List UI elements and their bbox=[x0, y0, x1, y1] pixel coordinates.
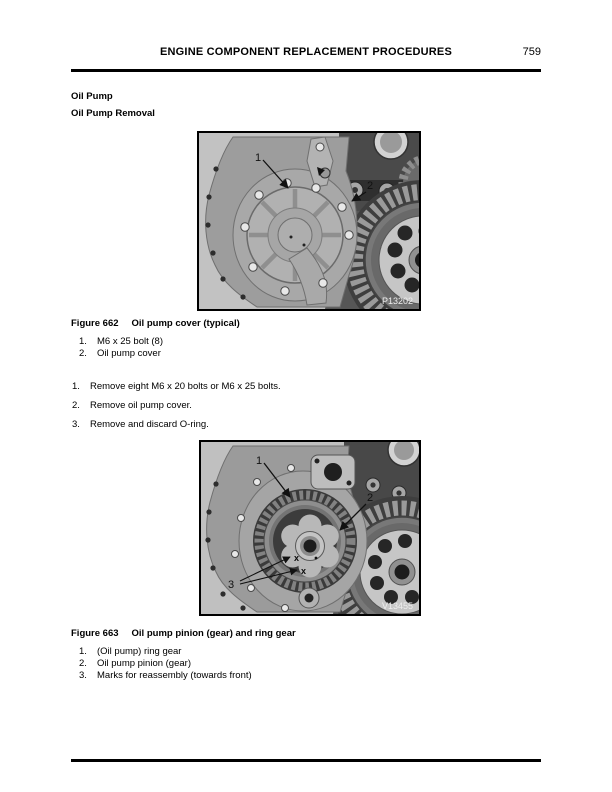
legend-item: 3. Marks for reassembly (towards front) bbox=[79, 670, 252, 682]
figure-663-caption: Figure 663 Oil pump pinion (gear) and rin… bbox=[71, 628, 296, 639]
oil-pump-cover bbox=[232, 168, 358, 306]
reassembly-mark: x bbox=[301, 566, 306, 576]
page-number: 759 bbox=[522, 46, 541, 58]
legend-item-text: Oil pump cover bbox=[97, 347, 161, 359]
figure-662-image: 1 2 P13202 bbox=[197, 131, 421, 311]
legend-item-number: 3. bbox=[79, 670, 87, 682]
legend-item-text: M6 x 25 bolt (8) bbox=[97, 335, 163, 347]
figure-title: Oil pump pinion (gear) and ring gear bbox=[131, 628, 296, 639]
legend-item-number: 1. bbox=[79, 335, 87, 347]
legend-item-text: Oil pump pinion (gear) bbox=[97, 657, 191, 669]
step-number: 2. bbox=[72, 400, 80, 411]
callout-1-leader bbox=[262, 159, 289, 189]
step-number: 1. bbox=[72, 381, 80, 392]
legend-item-text: (Oil pump) ring gear bbox=[97, 645, 182, 657]
step-text: Remove eight M6 x 20 bolts or M6 x 25 bo… bbox=[90, 381, 281, 392]
section-heading: Oil Pump bbox=[71, 91, 113, 102]
header-rule bbox=[71, 69, 541, 72]
legend-item-text: Marks for reassembly (towards front) bbox=[97, 670, 252, 682]
legend-item-number: 2. bbox=[79, 657, 87, 669]
callout-2-label: 2 bbox=[367, 180, 373, 192]
photo-id-watermark: P13202 bbox=[382, 296, 413, 306]
procedure-step: 1. Remove eight M6 x 20 bolts or M6 x 25… bbox=[72, 381, 542, 392]
legend-item-number: 1. bbox=[79, 645, 87, 657]
crankshaft-gear bbox=[343, 180, 419, 309]
stamp-arrow bbox=[317, 167, 325, 176]
figure-663-image: x x 1 2 3 V13455 bbox=[199, 440, 421, 616]
figure-663-legend: 1. (Oil pump) ring gear 2. Oil pump pini… bbox=[79, 646, 252, 683]
step-text: Remove oil pump cover. bbox=[90, 400, 192, 411]
legend-item: 1. (Oil pump) ring gear bbox=[79, 646, 252, 658]
reassembly-mark: x bbox=[294, 553, 299, 563]
legend-item-number: 2. bbox=[79, 347, 87, 359]
callout-3-leader bbox=[239, 567, 298, 585]
step-text: Remove and discard O-ring. bbox=[90, 419, 209, 430]
housing-bolts bbox=[231, 464, 295, 612]
figure-662-caption: Figure 662 Oil pump cover (typical) bbox=[71, 318, 240, 329]
page-header: ENGINE COMPONENT REPLACEMENT PROCEDURES … bbox=[71, 46, 541, 60]
figure-title: Oil pump cover (typical) bbox=[131, 317, 240, 329]
callout-3-leader bbox=[239, 556, 291, 582]
figure-label: Figure 662 bbox=[71, 317, 119, 329]
callout-2-leader bbox=[351, 191, 367, 202]
step-number: 3. bbox=[72, 419, 80, 430]
callout-1-label: 1 bbox=[256, 455, 262, 467]
callout-2-label: 2 bbox=[367, 492, 373, 504]
legend-item: 2. Oil pump pinion (gear) bbox=[79, 658, 252, 670]
oil-pump-cover-photo: 1 2 P13202 bbox=[199, 133, 419, 309]
photo-id-watermark: V13455 bbox=[382, 601, 413, 611]
callout-2-leader bbox=[339, 503, 367, 531]
oil-pump-gears-photo: x x 1 2 3 V13455 bbox=[201, 442, 419, 614]
figure-662-legend: 1. M6 x 25 bolt (8) 2. Oil pump cover bbox=[79, 336, 163, 361]
callout-1-label: 1 bbox=[255, 152, 261, 164]
cover-bolts bbox=[240, 178, 354, 296]
procedure-step: 2. Remove oil pump cover. bbox=[72, 400, 542, 411]
legend-item: 2. Oil pump cover bbox=[79, 348, 163, 360]
callout-1-leader bbox=[263, 462, 291, 498]
procedure-step: 3. Remove and discard O-ring. bbox=[72, 419, 542, 430]
figure-label: Figure 663 bbox=[71, 628, 119, 639]
footer-rule bbox=[71, 759, 541, 763]
callout-3-label: 3 bbox=[228, 579, 234, 591]
section-subheading: Oil Pump Removal bbox=[71, 107, 155, 119]
legend-item: 1. M6 x 25 bolt (8) bbox=[79, 336, 163, 348]
page-title: ENGINE COMPONENT REPLACEMENT PROCEDURES bbox=[160, 46, 452, 58]
